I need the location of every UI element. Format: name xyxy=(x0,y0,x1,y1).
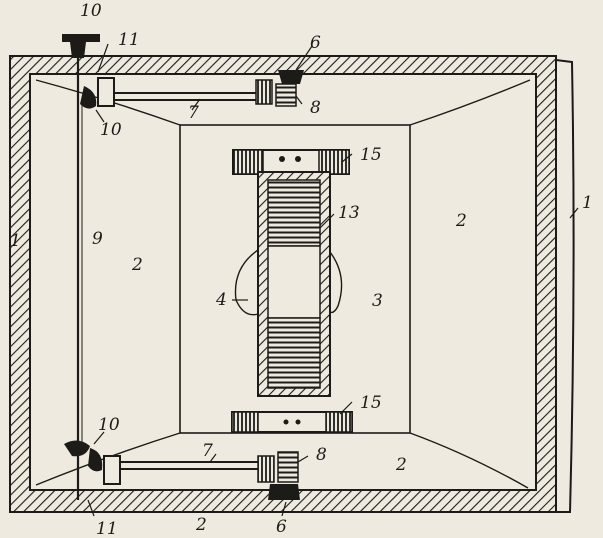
label-1-left: 1 xyxy=(10,231,21,251)
label-8-top: 8 xyxy=(310,98,321,118)
label-13: 13 xyxy=(338,203,360,223)
top-rod-assembly xyxy=(80,70,304,109)
screw-rod xyxy=(62,34,100,500)
label-10-left-bottom: 10 xyxy=(98,415,120,435)
label-9: 9 xyxy=(92,229,103,249)
label-11-top: 11 xyxy=(118,30,140,50)
center-carrier xyxy=(231,149,353,433)
label-11-bottom: 11 xyxy=(96,519,118,538)
reference-numerals: 10 11 6 7 8 10 15 1 1 9 2 13 2 4 3 10 15… xyxy=(10,1,593,538)
label-2-right: 2 xyxy=(455,211,467,231)
label-7-top: 7 xyxy=(188,103,199,123)
label-15-top: 15 xyxy=(360,145,382,165)
label-2-left: 2 xyxy=(131,255,143,275)
label-3: 3 xyxy=(372,291,383,311)
leader-lines xyxy=(87,43,579,517)
label-1-right: 1 xyxy=(582,193,593,213)
label-7-bottom: 7 xyxy=(202,441,213,461)
right-side-plate xyxy=(555,59,575,513)
label-2-bottom-right: 2 xyxy=(395,455,407,475)
label-4: 4 xyxy=(215,290,227,310)
label-8-bottom: 8 xyxy=(316,445,327,465)
label-15-bottom: 15 xyxy=(360,393,382,413)
bottom-rod-assembly xyxy=(64,440,300,500)
label-2-bottom: 2 xyxy=(195,515,207,535)
label-6-bottom: 6 xyxy=(276,517,287,537)
label-10-top: 10 xyxy=(80,1,102,21)
label-10-left-top: 10 xyxy=(100,120,122,140)
label-6-top: 6 xyxy=(310,33,321,53)
